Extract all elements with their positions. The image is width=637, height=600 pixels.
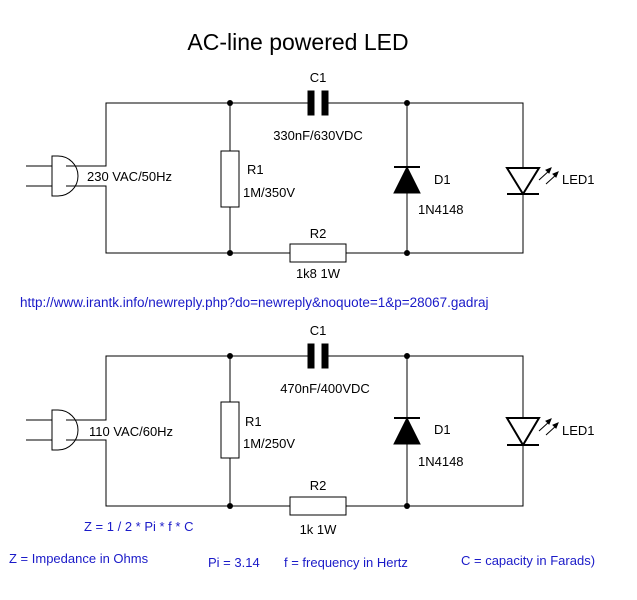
c1-name: C1 (310, 323, 327, 338)
legend-z: Z = Impedance in Ohms (9, 551, 149, 566)
source-label: 110 VAC/60Hz (89, 424, 173, 439)
d1-value: 1N4148 (418, 454, 464, 469)
c1-value: 330nF/630VDC (273, 128, 363, 143)
legend-pi: Pi = 3.14 (208, 555, 260, 570)
r1-name: R1 (247, 162, 264, 177)
plug-icon (26, 155, 79, 197)
led-icon (505, 417, 559, 447)
resistor-r2 (289, 243, 347, 263)
d1-name: D1 (434, 422, 451, 437)
r1-value: 1M/350V (243, 185, 295, 200)
top-wire (66, 102, 524, 168)
page-title: AC-line powered LED (187, 29, 408, 55)
r2-name: R2 (310, 226, 327, 241)
resistor-r1 (220, 401, 240, 459)
source-label: 230 VAC/50Hz (87, 169, 172, 184)
junction-dots (227, 100, 410, 256)
legend-f: f = frequency in Hertz (284, 555, 408, 570)
impedance-formula: Z = 1 / 2 * Pi * f * C (84, 519, 193, 534)
c1-name: C1 (310, 70, 327, 85)
diode-d1 (393, 165, 421, 194)
resistor-r2 (289, 496, 347, 516)
r1-name: R1 (245, 414, 262, 429)
capacitor-c1 (304, 90, 332, 116)
diode-d1 (393, 416, 421, 445)
capacitor-c1 (304, 343, 332, 369)
circuit-230vac: 230 VAC/50Hz C1 330nF/630VDC R1 1M/350V … (26, 70, 595, 281)
led-name: LED1 (562, 172, 595, 187)
r2-value: 1k 1W (300, 522, 338, 537)
c1-value: 470nF/400VDC (280, 381, 370, 396)
circuit-110vac: 110 VAC/60Hz C1 470nF/400VDC R1 1M/250V … (26, 323, 595, 537)
d1-value: 1N4148 (418, 202, 464, 217)
d1-name: D1 (434, 172, 451, 187)
top-wire (66, 355, 524, 421)
plug-icon (26, 409, 79, 451)
resistor-r1 (220, 150, 240, 208)
led-name: LED1 (562, 423, 595, 438)
source-url: http://www.irantk.info/newreply.php?do=n… (20, 295, 488, 310)
r1-value: 1M/250V (243, 436, 295, 451)
led-icon (505, 167, 559, 196)
r2-name: R2 (310, 478, 327, 493)
junction-dots (227, 353, 410, 509)
r2-value: 1k8 1W (296, 266, 341, 281)
legend-c: C = capacity in Farads) (461, 553, 595, 568)
